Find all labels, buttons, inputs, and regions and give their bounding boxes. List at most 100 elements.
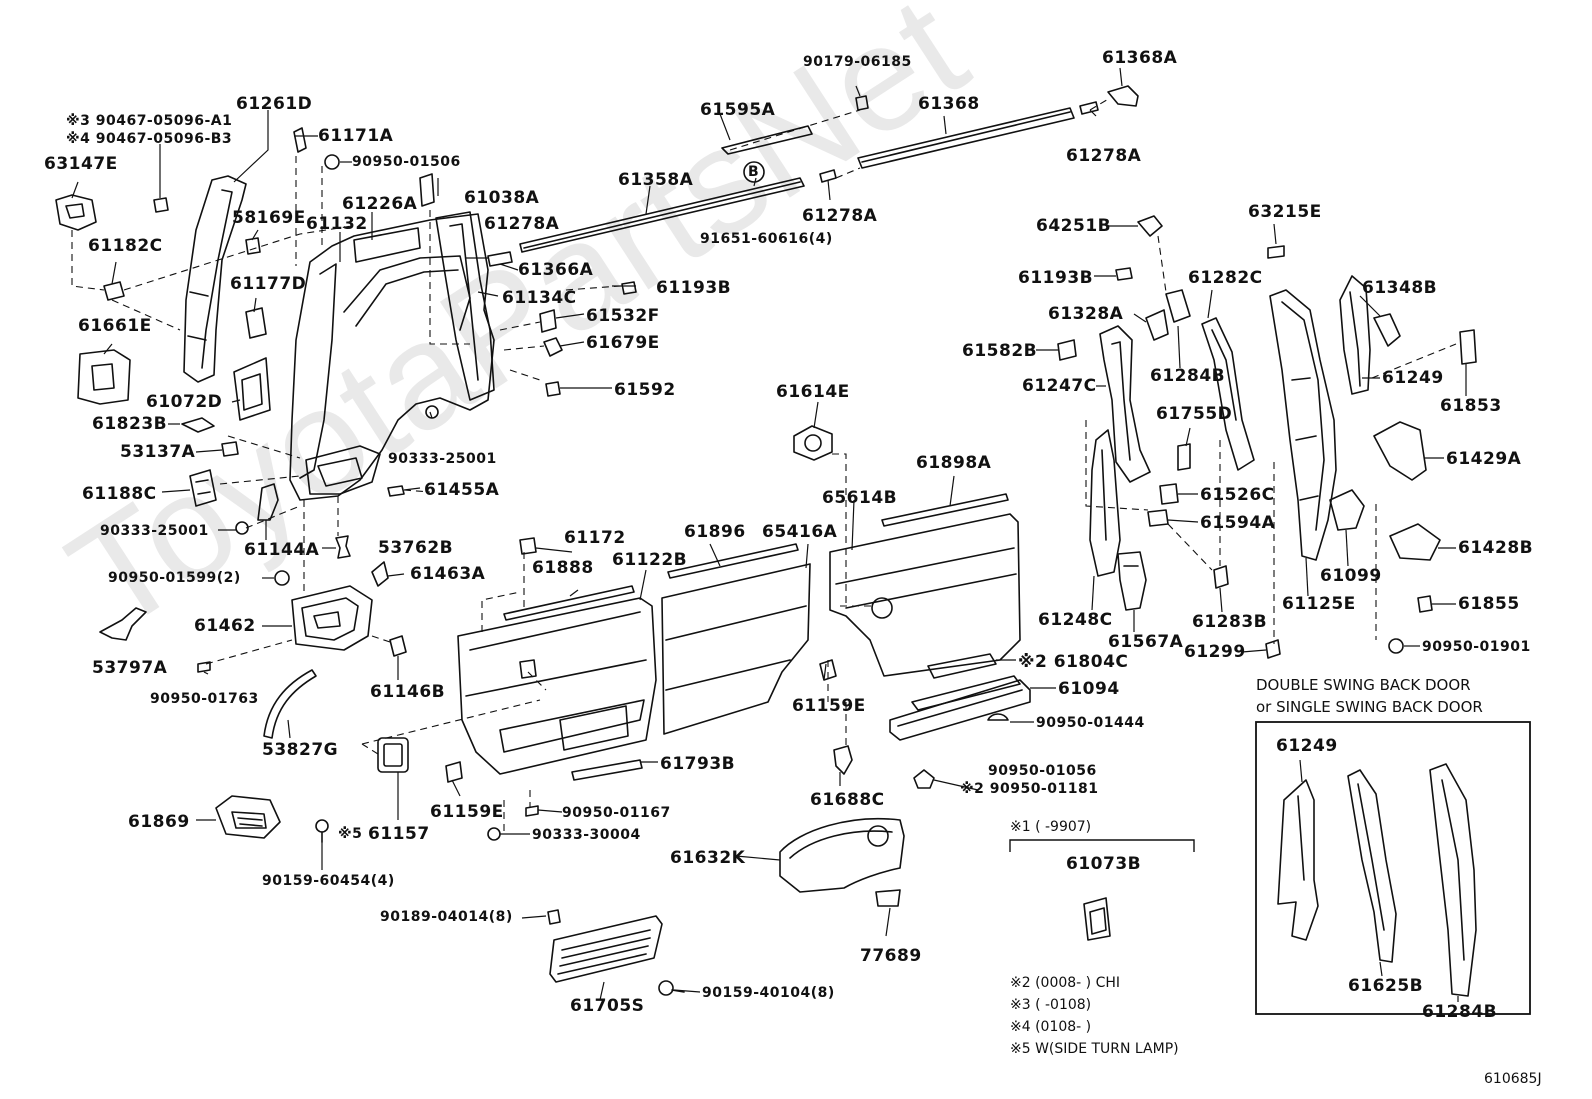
label-90950-01901[interactable]: 90950-01901 bbox=[1422, 639, 1531, 655]
label-61804C[interactable]: ※2 61804C bbox=[1018, 652, 1129, 672]
label-61226A[interactable]: 61226A bbox=[342, 194, 418, 214]
label-61853[interactable]: 61853 bbox=[1440, 396, 1502, 416]
label-61688C[interactable]: 61688C bbox=[810, 790, 885, 810]
label-90950-01444[interactable]: 90950-01444 bbox=[1036, 715, 1145, 731]
label-61249-b[interactable]: 61249 bbox=[1276, 736, 1338, 756]
label-61632K[interactable]: 61632K bbox=[670, 848, 746, 868]
label-61261D[interactable]: 61261D bbox=[236, 94, 313, 114]
label-61679E[interactable]: 61679E bbox=[586, 333, 660, 353]
label-61094[interactable]: 61094 bbox=[1058, 679, 1120, 699]
label-63215E[interactable]: 63215E bbox=[1248, 202, 1322, 222]
label-61614E[interactable]: 61614E bbox=[776, 382, 850, 402]
label-61278A-b[interactable]: 61278A bbox=[802, 206, 878, 226]
label-91651-60616[interactable]: 91651-60616(4) bbox=[700, 231, 833, 247]
label-53797A[interactable]: 53797A bbox=[92, 658, 168, 678]
label-61132[interactable]: 61132 bbox=[306, 214, 368, 234]
label-61595A[interactable]: 61595A bbox=[700, 100, 776, 120]
label-61898A[interactable]: 61898A bbox=[916, 453, 992, 473]
label-61455A[interactable]: 61455A bbox=[424, 480, 500, 500]
label-61193B-a[interactable]: 61193B bbox=[656, 278, 732, 298]
label-61428B[interactable]: 61428B bbox=[1458, 538, 1534, 558]
label-90467-A1[interactable]: ※3 90467-05096-A1 bbox=[66, 113, 233, 129]
label-61567A[interactable]: 61567A bbox=[1108, 632, 1184, 652]
label-61172[interactable]: 61172 bbox=[564, 528, 626, 548]
label-61134C[interactable]: 61134C bbox=[502, 288, 577, 308]
label-90333-25001-a[interactable]: 90333-25001 bbox=[388, 451, 497, 467]
label-61247C[interactable]: 61247C bbox=[1022, 376, 1097, 396]
label-61348B[interactable]: 61348B bbox=[1362, 278, 1438, 298]
label-61592[interactable]: 61592 bbox=[614, 380, 676, 400]
label-61526C[interactable]: 61526C bbox=[1200, 485, 1275, 505]
label-61625B[interactable]: 61625B bbox=[1348, 976, 1424, 996]
label-53762B[interactable]: 53762B bbox=[378, 538, 454, 558]
label-61125E[interactable]: 61125E bbox=[1282, 594, 1356, 614]
label-90950-01167[interactable]: 90950-01167 bbox=[562, 805, 671, 821]
label-61366A[interactable]: 61366A bbox=[518, 260, 594, 280]
label-90159-40104[interactable]: 90159-40104(8) bbox=[702, 985, 835, 1001]
label-90333-25001-b[interactable]: 90333-25001 bbox=[100, 523, 209, 539]
label-61193B-b[interactable]: 61193B bbox=[1018, 268, 1094, 288]
label-63147E[interactable]: 63147E bbox=[44, 154, 118, 174]
label-61299[interactable]: 61299 bbox=[1184, 642, 1246, 662]
label-61284B-b[interactable]: 61284B bbox=[1422, 1002, 1498, 1022]
label-61284B-a[interactable]: 61284B bbox=[1150, 366, 1226, 386]
label-61177D[interactable]: 61177D bbox=[230, 274, 307, 294]
label-61188C[interactable]: 61188C bbox=[82, 484, 157, 504]
label-65416A[interactable]: 65416A bbox=[762, 522, 838, 542]
label-61159E-b[interactable]: 61159E bbox=[792, 696, 866, 716]
label-61122B[interactable]: 61122B bbox=[612, 550, 688, 570]
label-90333-30004[interactable]: 90333-30004 bbox=[532, 827, 641, 843]
label-61368A[interactable]: 61368A bbox=[1102, 48, 1178, 68]
label-61282C[interactable]: 61282C bbox=[1188, 268, 1263, 288]
label-61855[interactable]: 61855 bbox=[1458, 594, 1520, 614]
label-90950-01056[interactable]: 90950-01056 bbox=[988, 763, 1097, 779]
label-61661E[interactable]: 61661E bbox=[78, 316, 152, 336]
label-61823B[interactable]: 61823B bbox=[92, 414, 168, 434]
label-61368[interactable]: 61368 bbox=[918, 94, 980, 114]
label-61793B[interactable]: 61793B bbox=[660, 754, 736, 774]
label-61038A[interactable]: 61038A bbox=[464, 188, 540, 208]
label-61358A[interactable]: 61358A bbox=[618, 170, 694, 190]
label-61594A[interactable]: 61594A bbox=[1200, 513, 1276, 533]
label-61182C[interactable]: 61182C bbox=[88, 236, 163, 256]
label-90950-01181[interactable]: ※2 90950-01181 bbox=[960, 781, 1099, 797]
label-53137A[interactable]: 53137A bbox=[120, 442, 196, 462]
label-61278A-c[interactable]: 61278A bbox=[484, 214, 560, 234]
label-61072D[interactable]: 61072D bbox=[146, 392, 223, 412]
label-61888[interactable]: 61888 bbox=[532, 558, 594, 578]
label-90950-01763[interactable]: 90950-01763 bbox=[150, 691, 259, 707]
label-61429A[interactable]: 61429A bbox=[1446, 449, 1522, 469]
label-61283B[interactable]: 61283B bbox=[1192, 612, 1268, 632]
label-61869[interactable]: 61869 bbox=[128, 812, 190, 832]
label-61159E-a[interactable]: 61159E bbox=[430, 802, 504, 822]
label-90179-06185[interactable]: 90179-06185 bbox=[803, 54, 912, 70]
label-58169E[interactable]: 58169E bbox=[232, 208, 306, 228]
label-90950-01599[interactable]: 90950-01599(2) bbox=[108, 570, 241, 586]
label-61248C[interactable]: 61248C bbox=[1038, 610, 1113, 630]
label-61278A-a[interactable]: 61278A bbox=[1066, 146, 1142, 166]
label-61328A[interactable]: 61328A bbox=[1048, 304, 1124, 324]
label-61249-a[interactable]: 61249 bbox=[1382, 368, 1444, 388]
label-61705S[interactable]: 61705S bbox=[570, 996, 645, 1016]
label-61144A[interactable]: 61144A bbox=[244, 540, 320, 560]
label-61462[interactable]: 61462 bbox=[194, 616, 256, 636]
label-90467-B3[interactable]: ※4 90467-05096-B3 bbox=[66, 131, 233, 147]
label-61582B[interactable]: 61582B bbox=[962, 341, 1038, 361]
label-61532F[interactable]: 61532F bbox=[586, 306, 660, 326]
label-61755D[interactable]: 61755D bbox=[1156, 404, 1233, 424]
label-65614B[interactable]: 65614B bbox=[822, 488, 898, 508]
label-61073B[interactable]: 61073B bbox=[1066, 854, 1142, 874]
label-64251B[interactable]: 64251B bbox=[1036, 216, 1112, 236]
label-61146B[interactable]: 61146B bbox=[370, 682, 446, 702]
label-90189-04014[interactable]: 90189-04014(8) bbox=[380, 909, 513, 925]
label-61896[interactable]: 61896 bbox=[684, 522, 746, 542]
label-53827G[interactable]: 53827G bbox=[262, 740, 339, 760]
part-90189-04014 bbox=[547, 909, 561, 925]
label-77689[interactable]: 77689 bbox=[860, 946, 922, 966]
label-61157[interactable]: 61157 bbox=[368, 824, 430, 844]
label-90159-60454[interactable]: 90159-60454(4) bbox=[262, 873, 395, 889]
label-61099[interactable]: 61099 bbox=[1320, 566, 1382, 586]
label-61171A[interactable]: 61171A bbox=[318, 126, 394, 146]
label-90950-01506[interactable]: 90950-01506 bbox=[352, 154, 461, 170]
label-61463A[interactable]: 61463A bbox=[410, 564, 486, 584]
